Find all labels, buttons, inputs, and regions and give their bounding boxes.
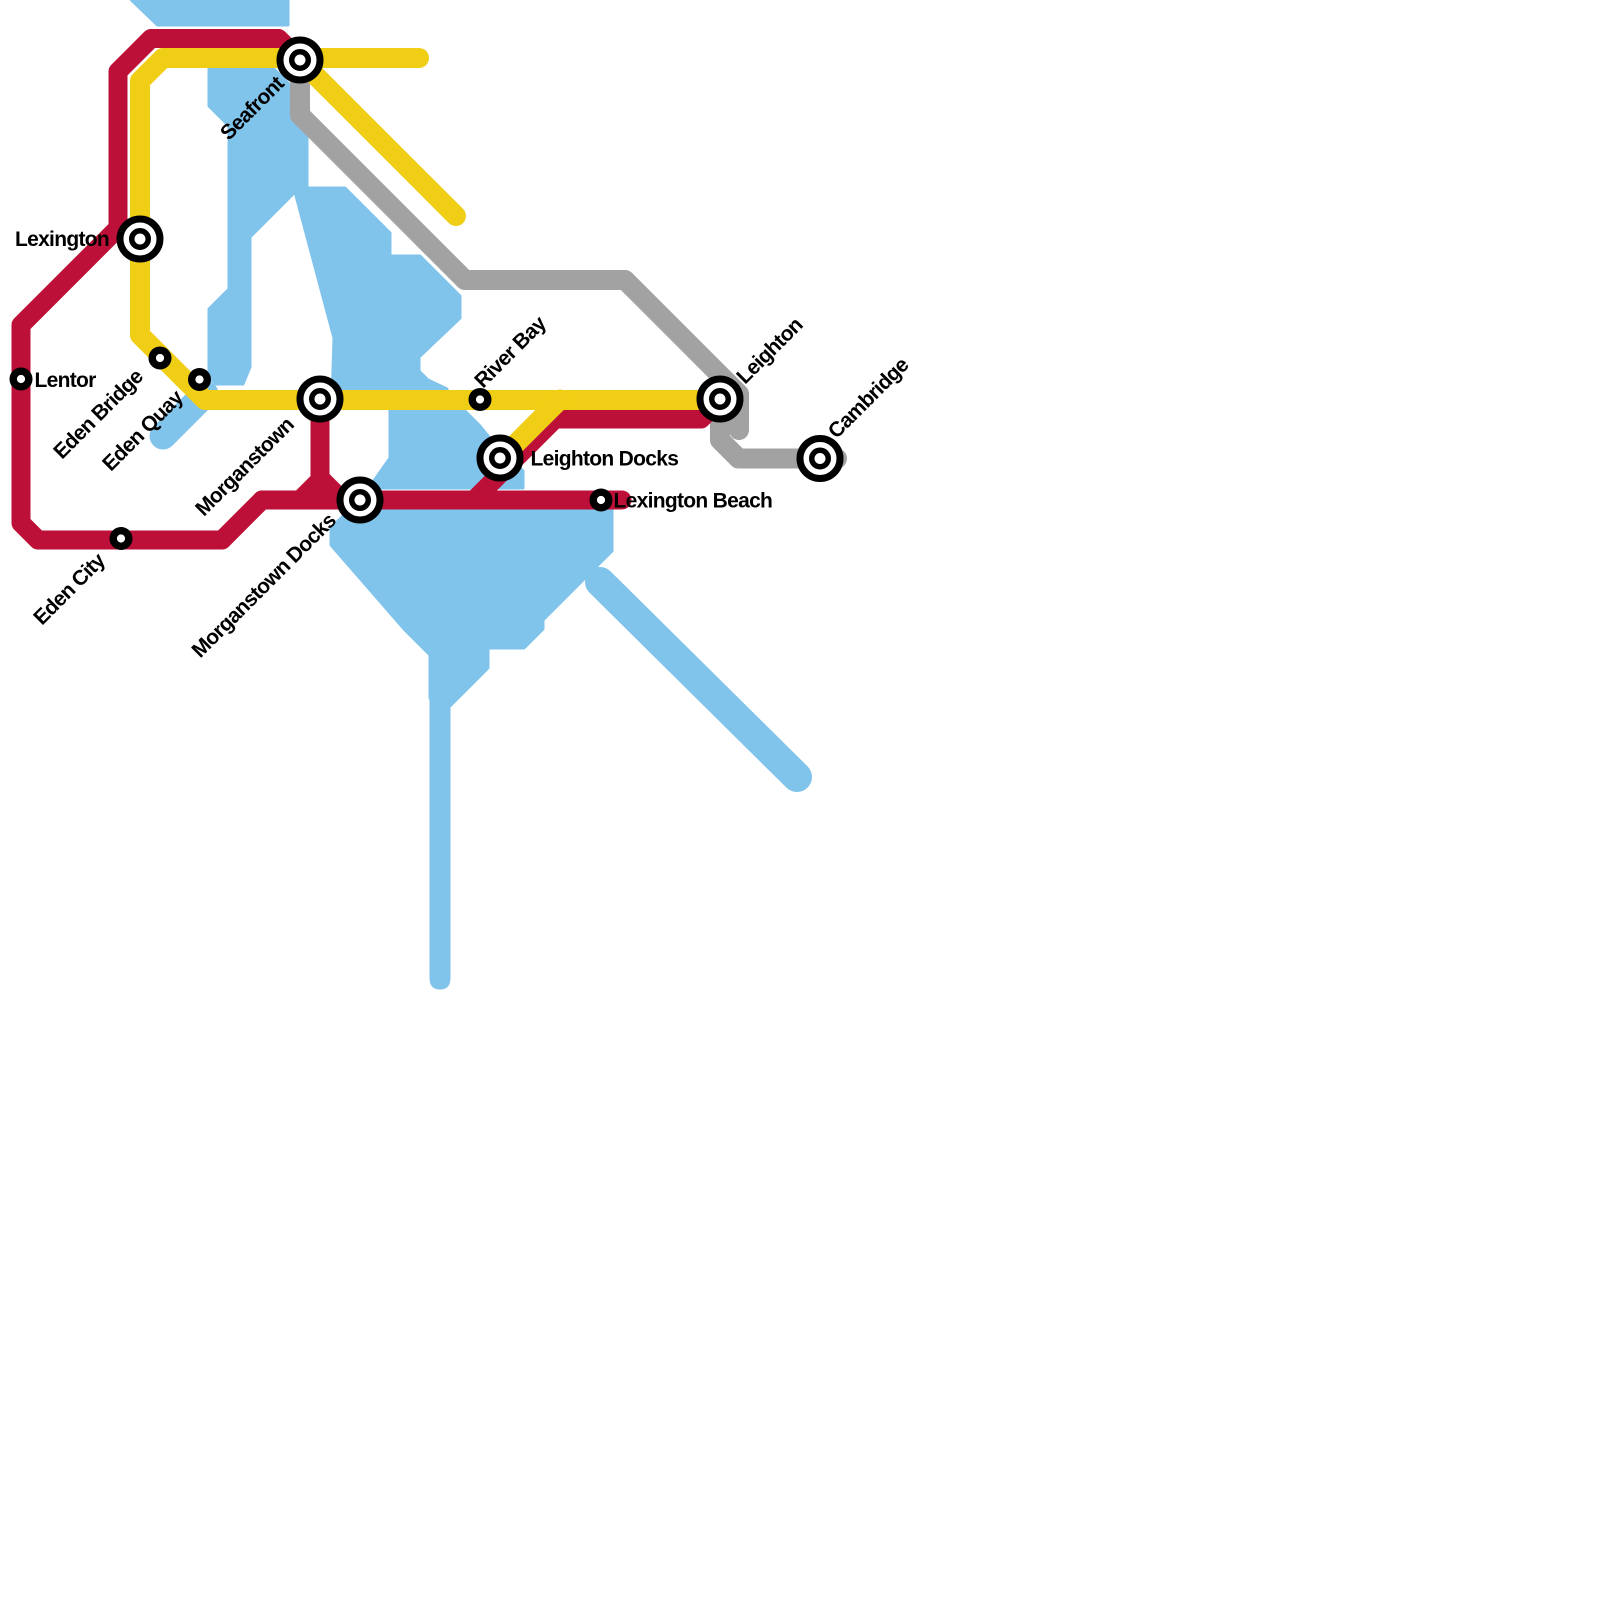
svg-text:Lexington: Lexington [15,228,109,251]
svg-text:Leighton Docks: Leighton Docks [531,448,679,471]
svg-text:Lentor: Lentor [35,369,97,392]
svg-text:Lexington Beach: Lexington Beach [614,490,773,513]
